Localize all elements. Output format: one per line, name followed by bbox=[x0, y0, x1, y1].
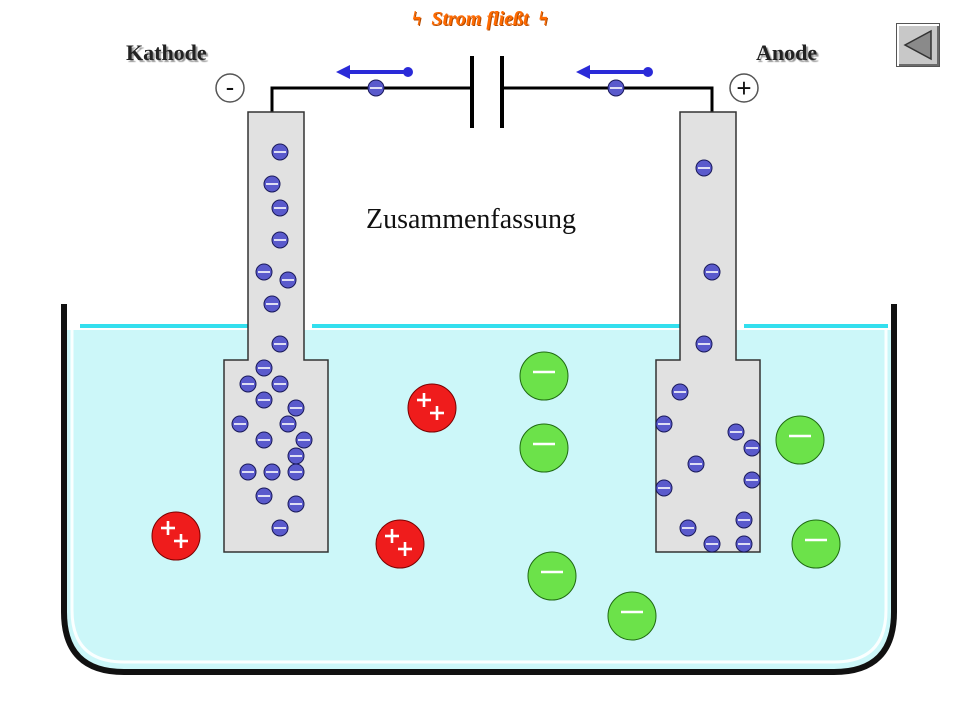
electron bbox=[679, 519, 697, 537]
electron bbox=[607, 79, 625, 97]
electron bbox=[271, 335, 289, 353]
electron bbox=[255, 487, 273, 505]
electron bbox=[263, 463, 281, 481]
electron bbox=[279, 415, 297, 433]
minus-terminal-sign: - bbox=[226, 72, 235, 102]
anode-electrode bbox=[655, 111, 761, 553]
electron bbox=[671, 383, 689, 401]
electron-flow-arrow-left bbox=[336, 65, 413, 79]
electron bbox=[255, 391, 273, 409]
electrolyte bbox=[66, 330, 892, 670]
electron bbox=[287, 447, 305, 465]
electron bbox=[695, 335, 713, 353]
electron bbox=[367, 79, 385, 97]
anions bbox=[519, 351, 841, 641]
wire-right bbox=[502, 86, 714, 112]
lightning-icon: ϟ bbox=[538, 8, 548, 30]
anion bbox=[519, 351, 569, 401]
electrons bbox=[231, 79, 761, 553]
electron bbox=[655, 415, 673, 433]
electron bbox=[271, 199, 289, 217]
electron bbox=[231, 415, 249, 433]
electron bbox=[287, 495, 305, 513]
minus-terminal-circle bbox=[215, 73, 245, 103]
plus-terminal-sign: + bbox=[736, 73, 751, 103]
electron bbox=[271, 143, 289, 161]
electron bbox=[255, 263, 273, 281]
electron bbox=[255, 359, 273, 377]
heading-text: Strom fließt bbox=[431, 8, 529, 30]
electron bbox=[743, 439, 761, 457]
electron bbox=[687, 455, 705, 473]
electron bbox=[279, 271, 297, 289]
anion bbox=[775, 415, 825, 465]
back-triangle-icon bbox=[903, 29, 932, 61]
electron bbox=[703, 263, 721, 281]
current-flow-heading: ϟ Strom fließt ϟ bbox=[0, 8, 960, 31]
cation bbox=[151, 511, 201, 561]
electron bbox=[703, 535, 721, 553]
cathode-label: Kathode bbox=[126, 40, 207, 65]
lightning-icon: ϟ bbox=[412, 8, 422, 30]
cation bbox=[407, 383, 457, 433]
electron bbox=[287, 399, 305, 417]
electron bbox=[239, 375, 257, 393]
electron bbox=[655, 479, 673, 497]
back-button[interactable] bbox=[896, 23, 940, 67]
cations bbox=[151, 383, 457, 569]
electron bbox=[239, 463, 257, 481]
plus-terminal-circle bbox=[729, 73, 759, 103]
cation bbox=[375, 519, 425, 569]
anode-label: Anode bbox=[756, 40, 818, 65]
electron bbox=[271, 519, 289, 537]
electron bbox=[287, 463, 305, 481]
container-wall bbox=[61, 304, 897, 675]
electron-flow-arrow-right bbox=[576, 65, 653, 79]
electron bbox=[263, 295, 281, 313]
container-wall-highlight bbox=[70, 330, 888, 664]
electron bbox=[735, 535, 753, 553]
summary-link[interactable]: Zusammenfassung bbox=[366, 204, 576, 235]
electron bbox=[743, 471, 761, 489]
electron bbox=[727, 423, 745, 441]
electron bbox=[271, 231, 289, 249]
anion bbox=[527, 551, 577, 601]
wire-left bbox=[270, 86, 472, 112]
electron bbox=[255, 431, 273, 449]
electron bbox=[295, 431, 313, 449]
anion bbox=[607, 591, 657, 641]
electron bbox=[695, 159, 713, 177]
electron bbox=[735, 511, 753, 529]
anion bbox=[519, 423, 569, 473]
anion bbox=[791, 519, 841, 569]
electron bbox=[263, 175, 281, 193]
electron bbox=[271, 375, 289, 393]
